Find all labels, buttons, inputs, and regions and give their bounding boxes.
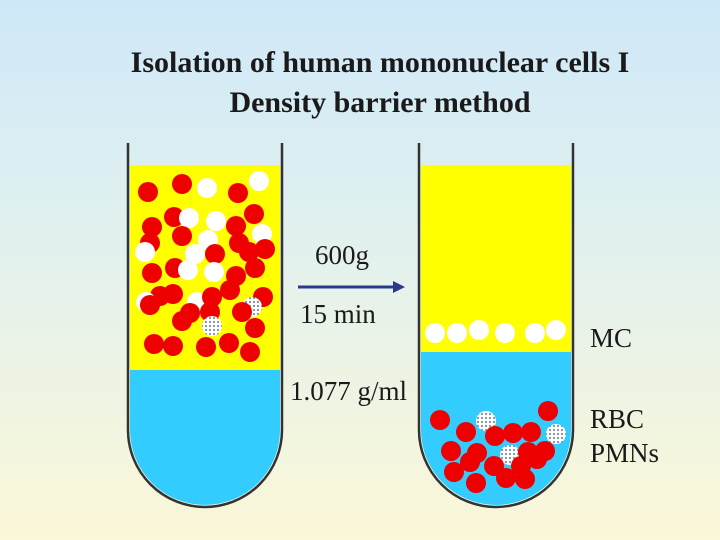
red-blood-cell (527, 449, 547, 469)
mononuclear-cell (469, 320, 489, 340)
pmn-label: PMNs (590, 438, 660, 468)
rbc-label: RBC (590, 404, 645, 434)
mononuclear-cell (252, 224, 272, 244)
mononuclear-cell (495, 323, 515, 343)
red-blood-cell (205, 244, 225, 264)
mononuclear-cell (135, 242, 155, 262)
granulocyte-cell (476, 411, 496, 431)
red-blood-cell (144, 334, 164, 354)
granulocyte-cell (546, 424, 566, 444)
red-blood-cell (239, 242, 259, 262)
centrifuge-arrow (298, 281, 405, 293)
red-blood-cell (496, 468, 516, 488)
mononuclear-cell (249, 171, 269, 191)
mononuclear-cell (197, 178, 217, 198)
red-blood-cell (515, 469, 535, 489)
red-blood-cell (503, 423, 523, 443)
red-blood-cell (196, 337, 216, 357)
mononuclear-cell (185, 244, 205, 264)
red-blood-cell (202, 287, 222, 307)
red-blood-cell (219, 333, 239, 353)
red-blood-cell (220, 280, 240, 300)
red-blood-cell (456, 422, 476, 442)
tube2-outline (417, 143, 575, 509)
red-blood-cell (172, 311, 192, 331)
red-blood-cell (172, 174, 192, 194)
tube-after (417, 143, 575, 509)
tube1-outline (126, 143, 284, 509)
tube-before (126, 143, 284, 509)
mononuclear-cell (178, 260, 198, 280)
mononuclear-cell (204, 262, 224, 282)
red-blood-cell (466, 473, 486, 493)
red-blood-cell (138, 182, 158, 202)
red-blood-cell (140, 295, 160, 315)
mononuclear-cell (546, 320, 566, 340)
red-blood-cell (485, 426, 505, 446)
red-blood-cell (232, 302, 252, 322)
red-blood-cell (163, 284, 183, 304)
red-blood-cell (163, 336, 183, 356)
red-blood-cell (228, 183, 248, 203)
title-line-1: Isolation of human mononuclear cells I (130, 46, 630, 79)
density-label: 1.077 g/ml (290, 376, 408, 406)
red-blood-cell (460, 452, 480, 472)
red-blood-cell (521, 422, 541, 442)
mc-label: MC (590, 323, 633, 353)
red-blood-cell (142, 263, 162, 283)
red-blood-cell (164, 207, 184, 227)
red-blood-cell (538, 401, 558, 421)
tube2-cells (425, 320, 566, 493)
mononuclear-cell (525, 323, 545, 343)
tube2-plasma-layer (421, 165, 571, 352)
red-blood-cell (244, 204, 264, 224)
red-blood-cell (240, 342, 260, 362)
mononuclear-cell (425, 323, 445, 343)
mononuclear-cell (179, 208, 199, 228)
red-blood-cell (245, 318, 265, 338)
mononuclear-cell (206, 211, 226, 231)
tube1-cells (135, 171, 275, 362)
red-blood-cell (444, 462, 464, 482)
red-blood-cell (245, 258, 265, 278)
red-blood-cell (430, 410, 450, 430)
time-label: 15 min (300, 299, 376, 329)
speed-label: 600g (315, 240, 369, 270)
red-blood-cell (255, 239, 275, 259)
title-line-2: Density barrier method (229, 86, 531, 119)
red-blood-cell (441, 441, 461, 461)
tube1-ficoll-layer (130, 370, 280, 505)
red-blood-cell (226, 216, 246, 236)
red-blood-cell (172, 226, 192, 246)
mononuclear-cell (447, 323, 467, 343)
granulocyte-cell (202, 316, 222, 336)
red-blood-cell (142, 217, 162, 237)
